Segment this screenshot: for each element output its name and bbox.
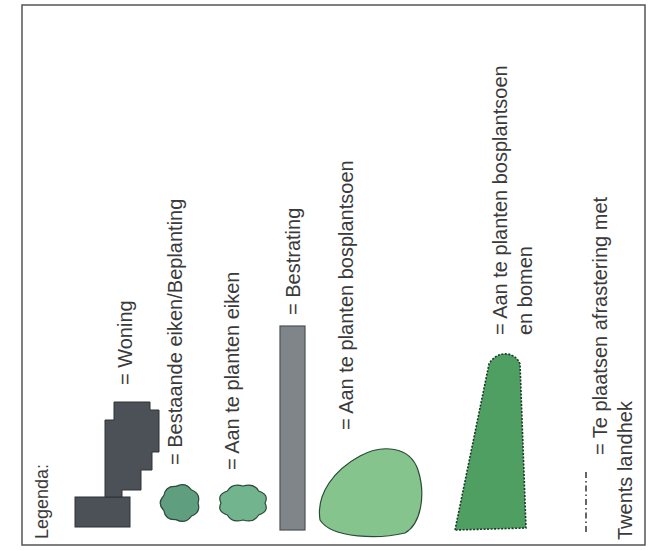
legend-text: = Woning bbox=[113, 15, 138, 385]
house-swatch bbox=[105, 402, 159, 497]
legend-text: = Aan te planten bosplantsoen bbox=[334, 10, 359, 430]
legend-text: = Bestrating bbox=[281, 15, 306, 315]
legend-text: = Bestaande eiken/Beplanting bbox=[163, 15, 188, 465]
legend-text: = Te plaatsen afrastering met Twents lan… bbox=[588, 150, 638, 540]
legend-text: = Aan te planten bosplantsoen en bomen bbox=[488, 55, 538, 335]
legend-title: Legenda: bbox=[30, 464, 55, 539]
shrub-tree-swatch bbox=[455, 354, 526, 530]
house-swatch bbox=[75, 497, 130, 527]
oak-swatch bbox=[220, 485, 267, 521]
shrub-swatch bbox=[319, 449, 421, 537]
legend-text: = Aan te planten eiken bbox=[220, 20, 245, 470]
paving-swatch bbox=[280, 326, 305, 530]
fence-line bbox=[585, 472, 587, 535]
legend-border bbox=[22, 5, 645, 545]
oak-swatch bbox=[160, 485, 199, 522]
